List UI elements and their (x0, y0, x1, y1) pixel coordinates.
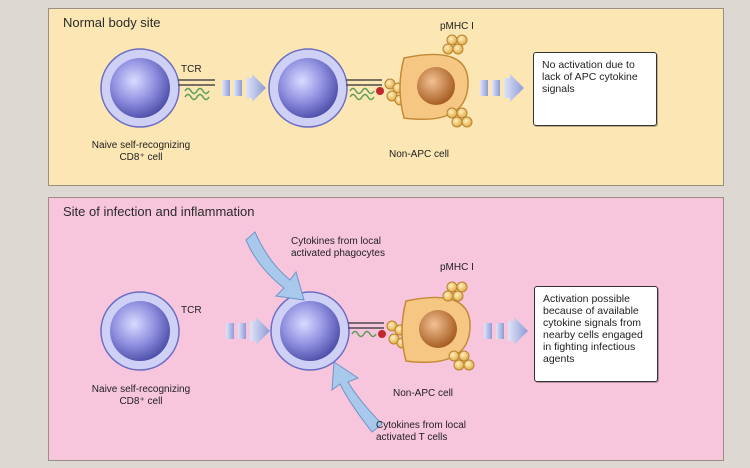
tcr-label: TCR (181, 64, 202, 75)
non-apc-cell (401, 296, 471, 363)
naive-cell-label-line1: Naive self-recognizing (91, 384, 191, 395)
cytokines-tcells-label: Cytokines from local activated T cells (376, 420, 467, 443)
non-apc-label: Non-APC cell (393, 388, 454, 399)
naive-cell-label-line2: CD8⁺ cell (119, 152, 163, 163)
arrow-right-icon (480, 74, 524, 102)
cytokine-arrow-bottom-icon (331, 361, 383, 433)
naive-cell-label: Naive self-recognizing CD8⁺ cell (76, 384, 206, 408)
outcome-box: No activation due to lack of APC cytokin… (533, 52, 657, 126)
non-apc-label: Non-APC cell (389, 149, 450, 160)
tcr-receptor (348, 322, 384, 338)
peptide-icon (376, 87, 384, 95)
panel-title: Normal body site (63, 15, 161, 30)
non-apc-cell (399, 53, 469, 120)
arrow-right-icon (226, 317, 270, 345)
pmhc-cluster (442, 281, 475, 371)
t-cell (268, 48, 348, 128)
cytokine-arrow-top-icon (245, 231, 305, 301)
arrow-right-icon (484, 317, 528, 345)
naive-cell-label-line2: CD8⁺ cell (119, 396, 163, 407)
pmhc-label: pMHC I (440, 262, 474, 273)
pmhc-cluster (442, 34, 473, 128)
naive-cell-label-line1: Naive self-recognizing (91, 140, 191, 151)
cytokines-phagocytes-label: Cytokines from local activated phagocyte… (291, 236, 385, 259)
tcr-receptor (178, 79, 215, 101)
outcome-box: Activation possible because of available… (534, 286, 658, 382)
naive-t-cell (100, 48, 180, 128)
tcr-label: TCR (181, 305, 202, 316)
peptide-icon (378, 330, 386, 338)
arrow-right-icon (222, 74, 266, 102)
pmhc-label: pMHC I (440, 21, 474, 32)
naive-t-cell (100, 291, 180, 371)
naive-cell-label: Naive self-recognizing CD8⁺ cell (76, 140, 206, 164)
t-cell (270, 291, 350, 371)
tcr-receptor (346, 79, 382, 101)
panel-title: Site of infection and inflammation (63, 204, 255, 219)
